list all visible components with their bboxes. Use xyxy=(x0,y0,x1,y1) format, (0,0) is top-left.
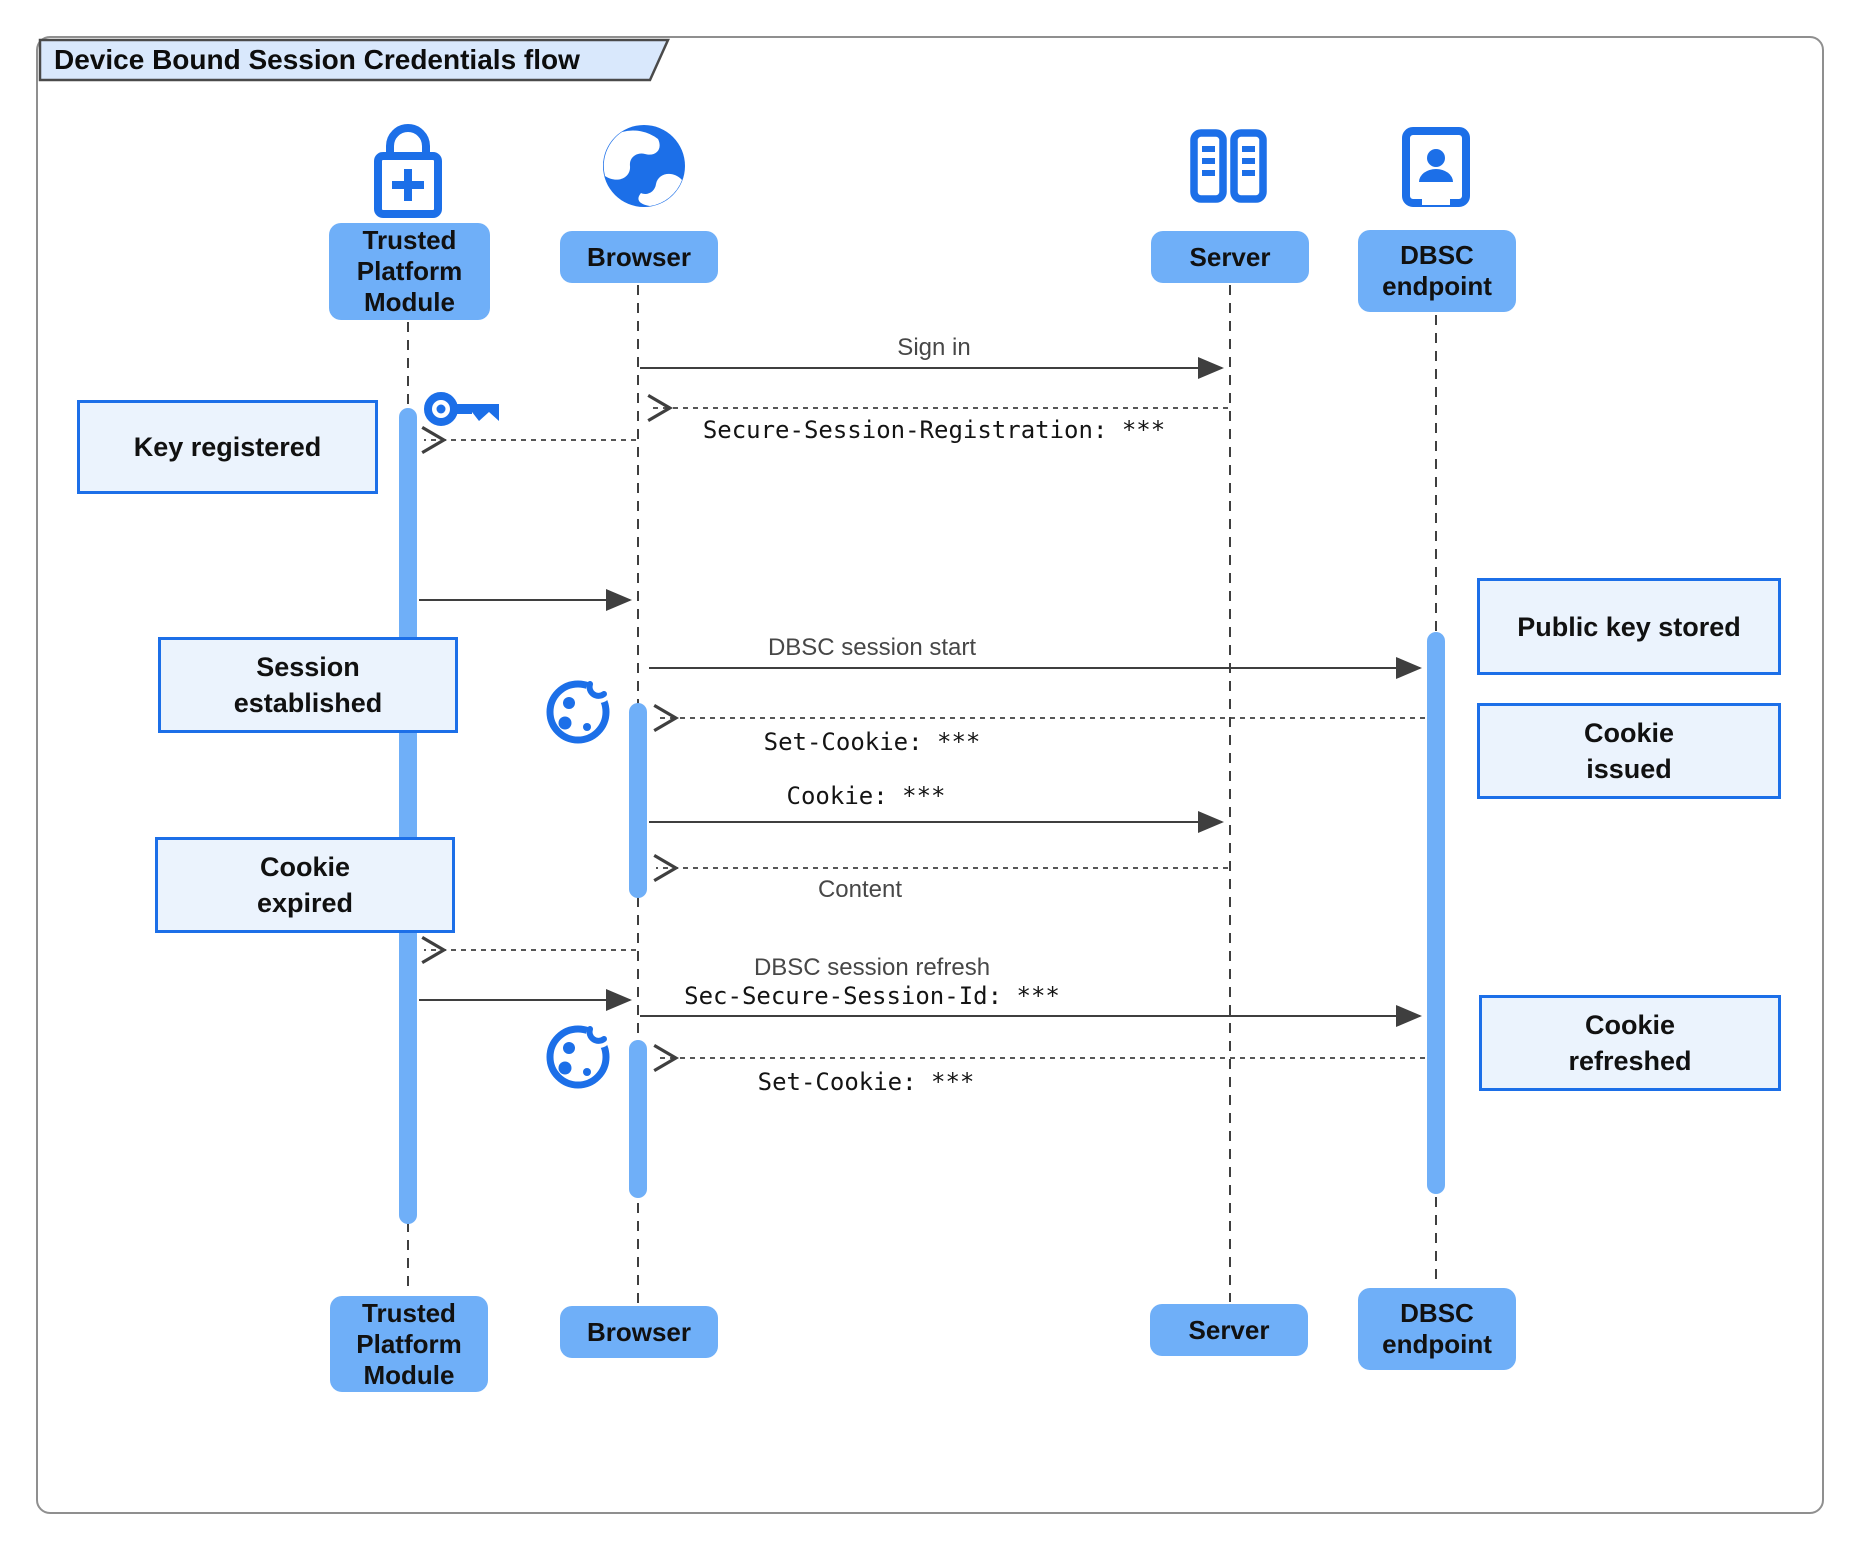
message-dbsc-session-start: DBSC session start xyxy=(767,634,977,661)
title-tab xyxy=(38,38,670,82)
actor-browser-label: Browser xyxy=(586,1316,692,1347)
note-text: Cookie refreshed xyxy=(1568,1010,1692,1076)
door-person-icon xyxy=(1402,127,1470,207)
diagram-border xyxy=(36,36,1824,1514)
server-racks-icon xyxy=(1190,129,1267,203)
actor-server-label: Server xyxy=(1189,241,1271,272)
actor-dbsc-label: DBSC endpoint xyxy=(1382,240,1492,301)
lock-plus-icon xyxy=(374,124,442,218)
message-sign-in: Sign in xyxy=(897,334,971,361)
actor-browser-label: Browser xyxy=(586,241,692,272)
message-cookie: Cookie: *** xyxy=(786,782,946,810)
diagram-title: Device Bound Session Credentials flow xyxy=(54,44,580,75)
note-cookie-expired: Cookie expired xyxy=(155,837,455,933)
actor-tpm-top: Trusted Platform Module xyxy=(329,223,490,320)
actor-browser-top: Browser xyxy=(560,231,718,283)
note-text: Session established xyxy=(233,652,383,718)
actor-tpm-label: Trusted Platform Module xyxy=(356,1297,462,1390)
note-text: Key registered xyxy=(133,432,322,462)
actor-dbsc-label: DBSC endpoint xyxy=(1382,1298,1492,1359)
note-cookie-issued: Cookie issued xyxy=(1477,703,1781,799)
activation-bar-browser-1 xyxy=(629,703,647,898)
note-session-established: Session established xyxy=(158,637,458,733)
note-text: Cookie expired xyxy=(256,852,354,918)
message-set-cookie-2: Set-Cookie: *** xyxy=(757,1068,975,1096)
activation-bar-dbsc xyxy=(1427,632,1445,1194)
activation-bar-tpm xyxy=(399,408,417,1224)
note-key-registered: Key registered xyxy=(77,400,378,494)
message-secure-session-id: Sec-Secure-Session-Id: *** xyxy=(684,982,1060,1010)
message-dbsc-session-refresh: DBSC session refresh xyxy=(753,954,991,981)
actor-server-top: Server xyxy=(1151,231,1309,283)
note-text: Cookie issued xyxy=(1583,718,1675,784)
cookie-icon xyxy=(546,677,612,744)
message-content: Content xyxy=(817,876,903,903)
actor-server-label: Server xyxy=(1188,1314,1270,1345)
actor-tpm-label: Trusted Platform Module xyxy=(356,225,463,317)
message-session-registration: Secure-Session-Registration: *** xyxy=(702,416,1166,444)
actor-dbsc-top: DBSC endpoint xyxy=(1358,230,1516,312)
key-icon xyxy=(424,392,499,426)
message-set-cookie-1: Set-Cookie: *** xyxy=(763,728,981,756)
note-cookie-refreshed: Cookie refreshed xyxy=(1479,995,1781,1091)
actor-dbsc-bottom: DBSC endpoint xyxy=(1358,1288,1516,1370)
note-public-key-stored: Public key stored xyxy=(1477,578,1781,675)
activation-bar-browser-2 xyxy=(629,1040,647,1198)
note-text: Public key stored xyxy=(1517,611,1741,642)
actor-browser-bottom: Browser xyxy=(560,1306,718,1358)
cookie-icon xyxy=(546,1022,612,1089)
globe-icon xyxy=(603,125,685,207)
actor-server-bottom: Server xyxy=(1150,1304,1308,1356)
actor-tpm-bottom: Trusted Platform Module xyxy=(330,1296,488,1392)
